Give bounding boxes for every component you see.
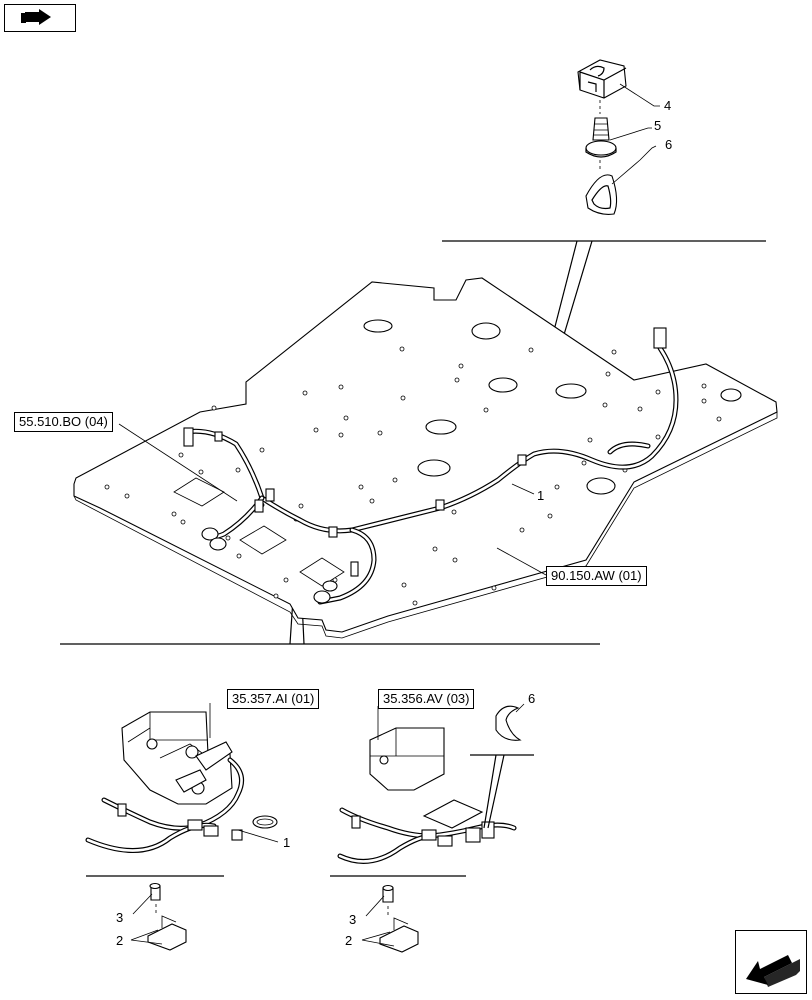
- callout-3-left: 3: [116, 910, 124, 925]
- ref-35-357-box[interactable]: 35.357.AI (01): [227, 689, 320, 709]
- ref-90-150-box[interactable]: 90.150.AW (01): [546, 566, 647, 586]
- detail-left-valve: [85, 711, 278, 853]
- callout-1-detail: 1: [283, 835, 291, 850]
- main-wire-harness: [183, 327, 679, 605]
- floor-plate: [73, 277, 778, 639]
- callout-6-detail: 6: [528, 691, 536, 706]
- callout-4: 4: [664, 98, 672, 113]
- callout-6-top: 6: [665, 137, 673, 152]
- detail-left-bracket: [147, 882, 187, 951]
- arrow-down-left-icon[interactable]: [735, 930, 807, 994]
- callout-1-main: 1: [537, 488, 545, 503]
- detail-right-tie: [495, 705, 522, 741]
- hand-pointing-right-icon-graphic: [5, 5, 75, 31]
- part-4-clip: [577, 59, 627, 99]
- part-6-tie: [585, 174, 618, 215]
- callout-3-right: 3: [349, 912, 357, 927]
- callout-5: 5: [654, 118, 662, 133]
- detail-right-bracket: [379, 884, 419, 953]
- ref-35-356-box[interactable]: 35.356.AV (03): [378, 689, 475, 709]
- part-5-fastener: [585, 117, 617, 158]
- arrow-down-left-icon-graphic: [746, 955, 800, 987]
- callout-2-right: 2: [345, 933, 353, 948]
- ref-55-510-box[interactable]: 55.510.BO (04): [14, 412, 113, 432]
- hand-pointing-right-icon[interactable]: [4, 4, 76, 32]
- callout-2-left: 2: [116, 933, 124, 948]
- detail-right-valve: [337, 727, 517, 864]
